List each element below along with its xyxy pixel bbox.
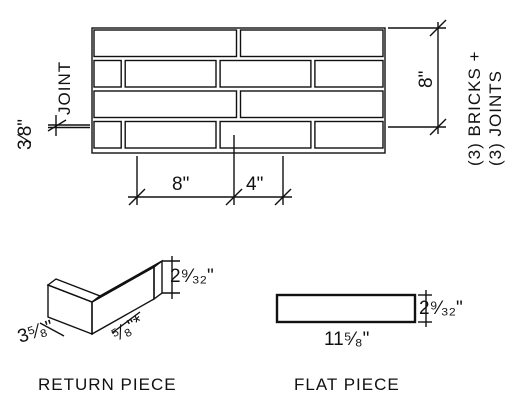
brick [239,29,384,58]
width-dim-b-label: 4" [246,174,263,195]
width-dimensions: 8" 4" [128,135,292,206]
return-piece-caption: RETURN PIECE [38,375,177,394]
return-depth-dim: 3⁵⁄₈" [15,317,56,348]
height-note-line2: (3) JOINTS [486,70,505,166]
return-height-dim: 2⁹⁄₃₂" [170,266,214,287]
joint-text-label: JOINT [55,61,74,115]
brick [219,59,312,88]
joint-fraction-label: 3⁄8" [15,119,36,150]
brick [314,120,384,149]
flat-piece: 2⁹⁄₃₂" 11⁵⁄₈" FLAT PIECE [275,290,463,394]
brick [93,90,238,119]
flat-piece-caption: FLAT PIECE [294,375,400,394]
height-dimension: 8" (3) BRICKS + (3) JOINTS [388,19,505,166]
brick [219,120,312,149]
height-note-line1: (3) BRICKS + [465,51,484,166]
flat-height-dim: 2⁹⁄₃₂" [419,298,463,319]
return-piece: 2⁹⁄₃₂" 3⁵⁄₈" ⁵⁄₈"* RETURN PIECE [15,256,214,394]
brick-wall [91,27,386,154]
width-dim-a-label: 8" [172,174,189,195]
wall-outline [91,27,386,154]
brick-courses [93,29,384,149]
flat-length-dim: 11⁵⁄₈" [324,329,369,350]
joint-callout: 3⁄8" JOINT [15,61,90,150]
brick [93,29,238,58]
brick [239,90,384,119]
brick [314,59,384,88]
return-thickness-dim: ⁵⁄₈"* [108,311,148,346]
brick [93,59,122,88]
brick [93,120,122,149]
brick [124,59,217,88]
height-dim-label: 8" [416,71,437,88]
brick [124,120,217,149]
